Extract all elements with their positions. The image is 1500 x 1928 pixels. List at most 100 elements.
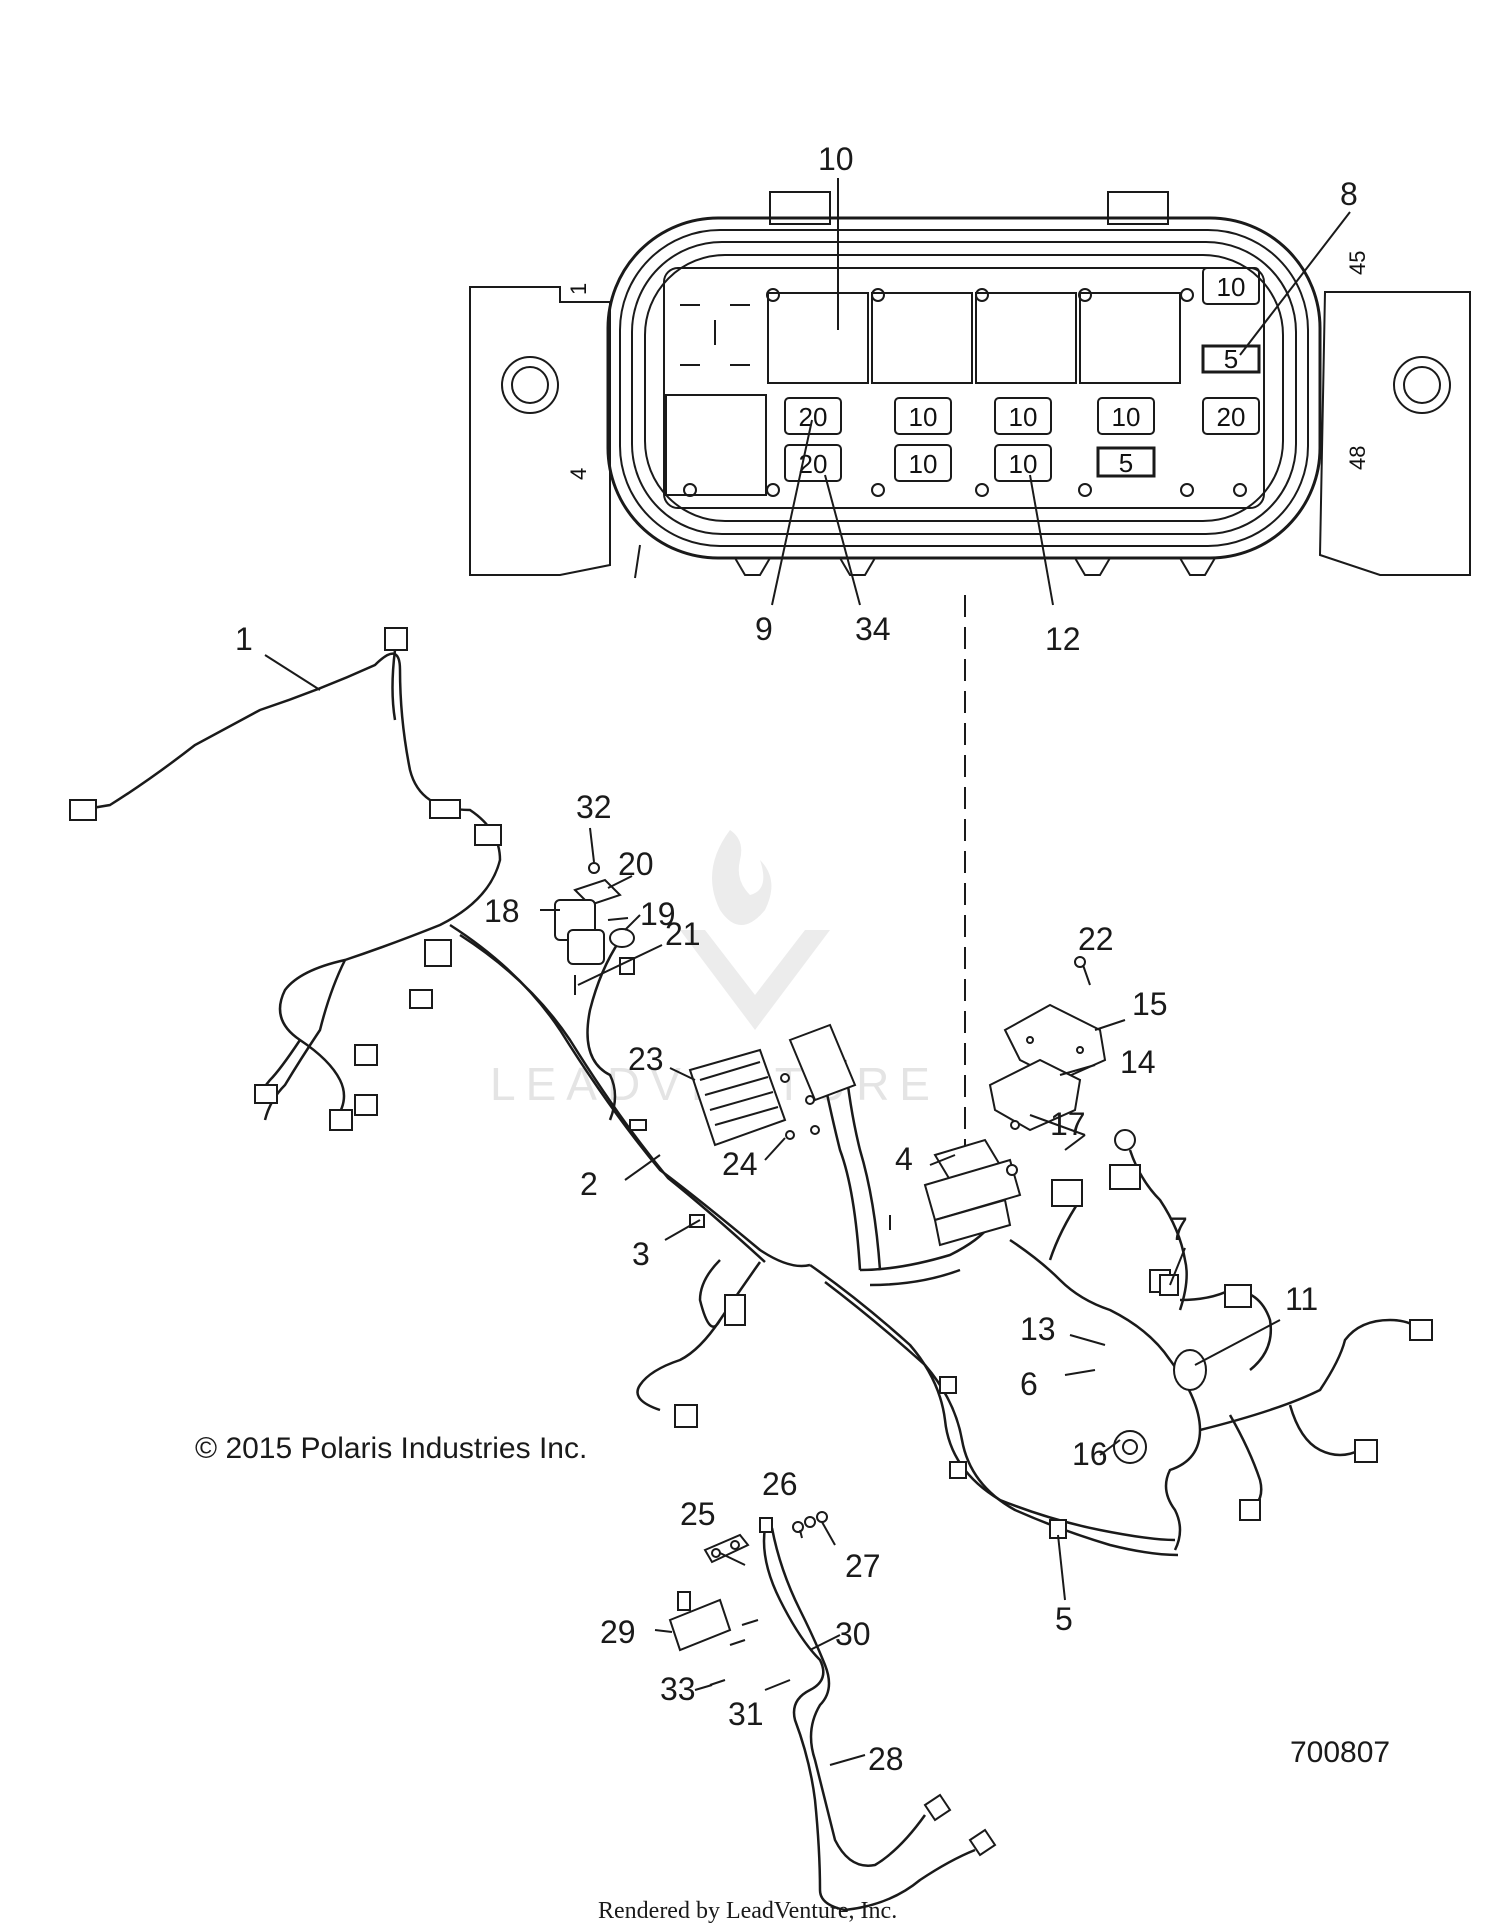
part-25 xyxy=(703,1533,750,1564)
harness-5-trunk xyxy=(809,1263,1176,1542)
callout-26: 26 xyxy=(762,1466,798,1502)
watermark-flame-icon xyxy=(712,830,772,925)
harness-right-branch-5 xyxy=(1288,1404,1361,1457)
fuse-b3 xyxy=(994,444,1052,482)
part-19 xyxy=(609,928,635,948)
nut-26 xyxy=(792,1521,804,1533)
callout-27: 27 xyxy=(845,1548,881,1584)
callout-15: 15 xyxy=(1132,986,1168,1022)
relay-3 xyxy=(975,292,1077,384)
watermark-v-icon xyxy=(680,930,830,1030)
ecu-connector xyxy=(788,1023,857,1102)
cable-30 xyxy=(770,1527,927,1867)
callout-29: 29 xyxy=(600,1614,636,1650)
callout-30: 30 xyxy=(835,1616,871,1652)
fuse-box-housing-ring-2 xyxy=(631,241,1297,535)
connector-left-5 xyxy=(409,989,433,1009)
harness-lower-left-2 xyxy=(698,1259,722,1328)
fuse-r1-label: 10 xyxy=(1217,272,1246,302)
connector-1d xyxy=(384,627,408,651)
solenoid-29-post xyxy=(677,1591,691,1611)
top-clip-left xyxy=(769,191,831,225)
relay-18b xyxy=(567,929,605,965)
harness-1 xyxy=(79,652,502,1121)
fuse-box: 10 5 20 10 10 10 20 20 10 10 5 1 xyxy=(469,191,1471,579)
housing-14 xyxy=(988,1058,1082,1132)
nut-27a xyxy=(804,1516,816,1528)
connector-right-7 xyxy=(1109,1164,1141,1190)
cover-15 xyxy=(1003,1003,1107,1082)
callout-2: 2 xyxy=(580,1166,598,1202)
callout-leaders xyxy=(264,654,1281,1766)
terminal-dots xyxy=(683,288,1247,497)
fuse-m5 xyxy=(1202,397,1260,435)
fuse-m3 xyxy=(994,397,1052,435)
pin-label-bottom-right: 48 xyxy=(1345,446,1370,470)
connector-left-4 xyxy=(354,1094,378,1116)
harness-to-fusebox-2 xyxy=(869,1268,961,1287)
pin-label-top-left: 1 xyxy=(566,283,591,295)
grommet-11 xyxy=(1173,1349,1207,1391)
fuse-m1 xyxy=(784,397,842,435)
relay-cluster xyxy=(554,862,635,995)
fuse-b2-label: 10 xyxy=(909,449,938,479)
callout-16: 16 xyxy=(1072,1436,1108,1472)
fuse-m3-label: 10 xyxy=(1009,402,1038,432)
screw-33 xyxy=(709,1679,726,1686)
solenoid-29 xyxy=(668,1598,732,1652)
fuse-box-housing-ring-1 xyxy=(619,229,1309,547)
connector-left-6 xyxy=(424,939,452,967)
harness-5-trunk-inner xyxy=(824,1281,1179,1557)
connector-right-2 xyxy=(1354,1439,1378,1463)
screw-29b xyxy=(741,1619,759,1626)
harness-21-branch xyxy=(586,939,622,1121)
connector-1c xyxy=(474,824,502,846)
callout-21: 21 xyxy=(665,916,701,952)
bottom-tabs xyxy=(634,544,1216,579)
fuse-b4-label: 5 xyxy=(1119,448,1133,478)
callout-31: 31 xyxy=(728,1696,764,1732)
connector-right-5 xyxy=(1224,1284,1252,1308)
fuse-m2 xyxy=(894,397,952,435)
connector-right-1 xyxy=(1409,1319,1433,1341)
callout-23: 23 xyxy=(628,1041,664,1077)
harness-right-branch-2 xyxy=(1128,1149,1188,1311)
callout-7: 7 xyxy=(1170,1211,1188,1247)
cable-terminal-3 xyxy=(968,1828,997,1857)
connector-lower-left-1 xyxy=(724,1294,746,1326)
callout-3: 3 xyxy=(632,1236,650,1272)
relay-left-large xyxy=(665,394,767,496)
connector-right-8 xyxy=(1114,1129,1136,1151)
main-harness xyxy=(69,627,1433,1557)
callout-34: 34 xyxy=(855,611,891,647)
harness-right-branch-1 xyxy=(1048,1199,1082,1261)
relay-4 xyxy=(1079,292,1181,384)
pin-label-bottom-left: 4 xyxy=(566,468,591,480)
left-mount-hole-inner xyxy=(511,366,549,404)
battery-cable-parts xyxy=(668,1511,997,1912)
fuse-box-right-flange xyxy=(1318,291,1471,576)
harness-right-branch-3 xyxy=(1199,1318,1421,1432)
connector-right-3 xyxy=(1239,1499,1261,1521)
fuse-m4-label: 10 xyxy=(1112,402,1141,432)
fuse-b4 xyxy=(1096,446,1156,478)
connector-left-1 xyxy=(254,1084,278,1104)
screw-32 xyxy=(588,862,600,874)
cable-terminal-1 xyxy=(759,1517,773,1533)
harness-right-branch-6 xyxy=(1179,1288,1273,1371)
connector-1b xyxy=(429,799,461,819)
relay-2 xyxy=(871,292,973,384)
relay-1 xyxy=(767,292,869,384)
screw-29a xyxy=(729,1639,746,1646)
connector-1a xyxy=(69,799,97,821)
cable-28 xyxy=(762,1527,976,1912)
fuse-b2 xyxy=(894,444,952,482)
callout-9: 9 xyxy=(755,611,773,647)
fuse-box-housing-ring-3 xyxy=(644,254,1284,522)
fuse-box-assembly-4 xyxy=(889,1138,1022,1247)
top-clip-right xyxy=(1107,191,1169,225)
fuse-box-housing-outer xyxy=(606,216,1322,560)
callout-22: 22 xyxy=(1078,921,1114,957)
right-mount-hole-inner xyxy=(1403,366,1441,404)
